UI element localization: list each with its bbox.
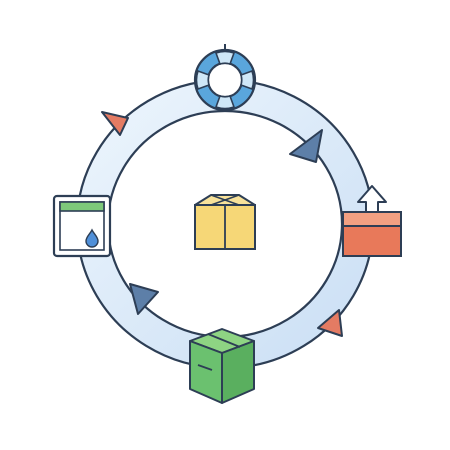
- arrow-top-right: [289, 129, 323, 163]
- arrow-bottom-left: [129, 283, 159, 315]
- lifebuoy-icon: [193, 44, 257, 112]
- green-box-icon: [189, 328, 255, 404]
- box-unpack-icon: [342, 185, 402, 257]
- yellow-box-icon: [194, 194, 256, 250]
- arrow-top-left: [101, 111, 129, 136]
- arrow-bottom-right: [317, 309, 343, 337]
- window-drop-icon: [52, 194, 112, 258]
